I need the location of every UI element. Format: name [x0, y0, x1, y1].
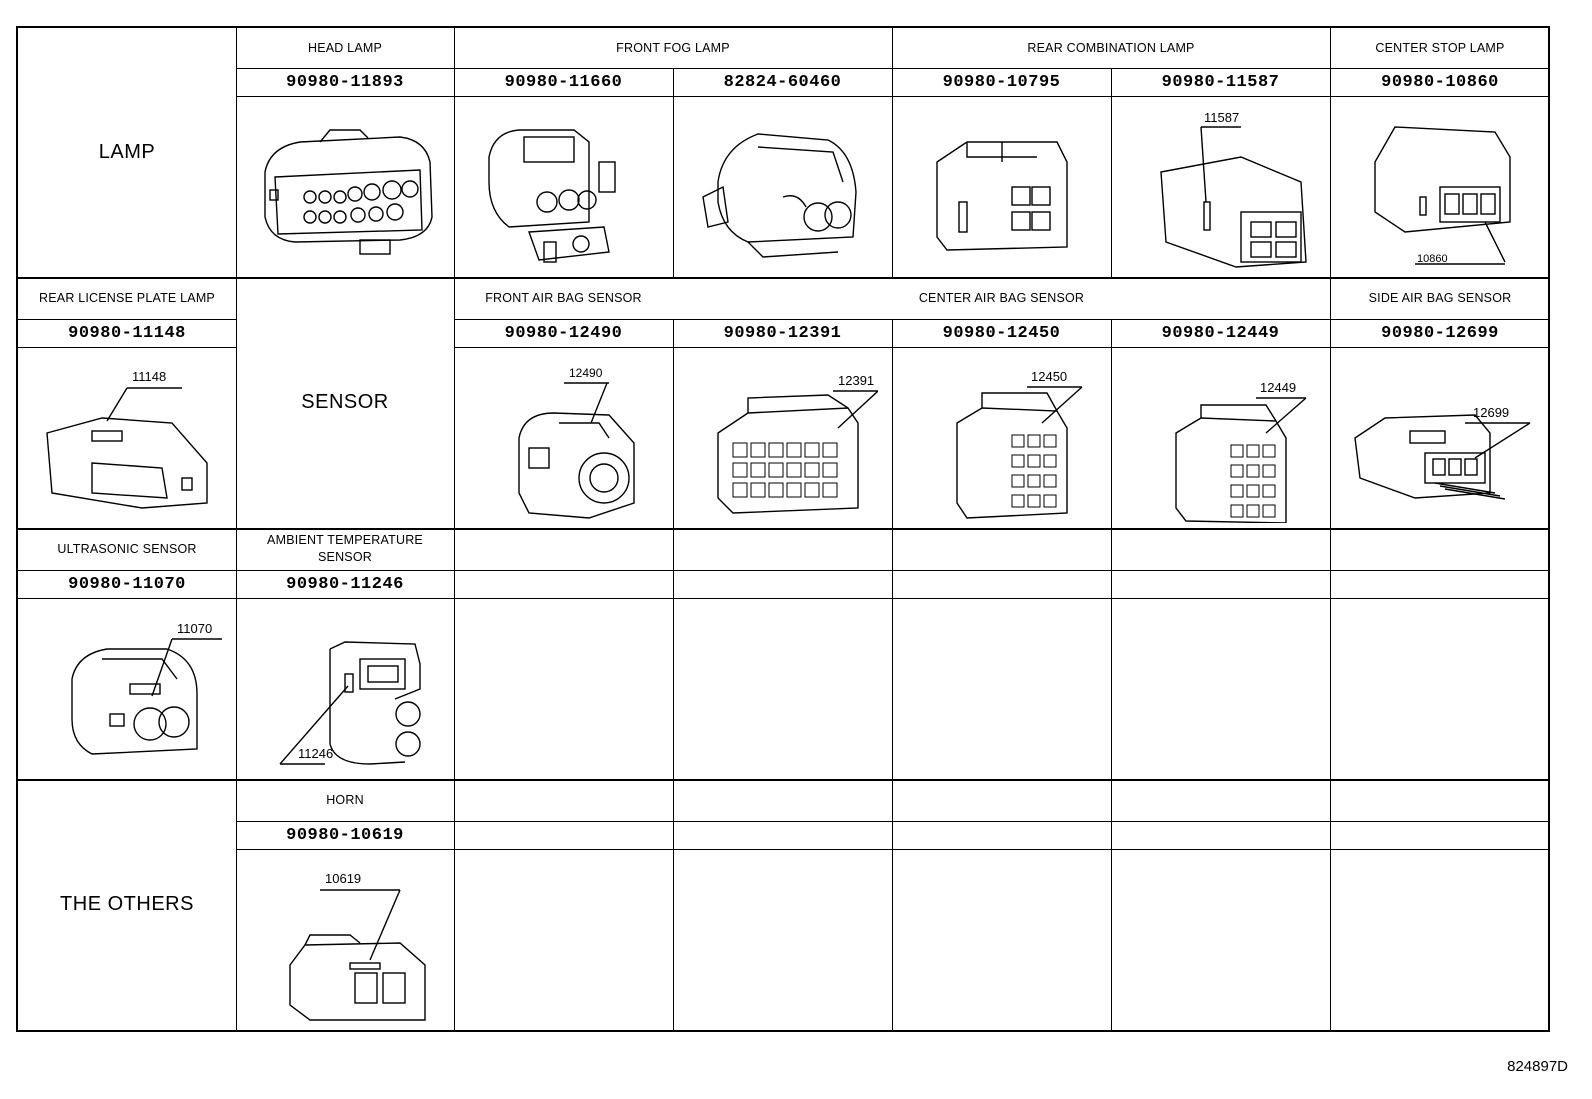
group-ambient-temperature-sensor: AMBIENT TEMPERATURE SENSOR: [267, 533, 423, 564]
callout-label: 12699: [1473, 405, 1509, 420]
part-number: 90980-12699: [1381, 323, 1499, 343]
part-number: 90980-11893: [286, 72, 404, 92]
connector-drawing: 11148: [18, 347, 236, 528]
callout-label: 11246: [298, 746, 333, 761]
group-side-air-bag-sensor: SIDE AIR BAG SENSOR: [1368, 290, 1512, 305]
group-rear-combination-lamp: REAR COMBINATION LAMP: [1027, 40, 1195, 55]
group-horn: HORN: [326, 792, 364, 807]
callout-label: 10619: [325, 871, 361, 886]
group-center-air-bag-sensor: CENTER AIR BAG SENSOR: [918, 290, 1085, 305]
callout-label: 11587: [1204, 110, 1239, 125]
connector-drawing: 11070: [18, 598, 236, 779]
connector-drawing: [892, 96, 1111, 277]
part-number: 90980-12450: [942, 323, 1061, 343]
connector-drawing: 11246: [236, 598, 454, 779]
part-number: 90980-11660: [504, 72, 623, 92]
callout-label: 12450: [1031, 369, 1067, 384]
connector-drawing: 12699: [1330, 347, 1550, 528]
callout-label: 11070: [177, 621, 212, 636]
connector-drawing: 10619: [236, 849, 454, 1030]
figure-reference: 824897D: [1507, 1058, 1568, 1075]
group-front-air-bag-sensor: FRONT AIR BAG SENSOR: [485, 290, 642, 305]
callout-label: 12490: [569, 366, 603, 380]
part-number: 90980-11587: [1161, 72, 1280, 92]
part-number: 90980-10795: [942, 72, 1061, 92]
group-rear-license-plate-lamp: REAR LICENSE PLATE LAMP: [39, 290, 215, 305]
group-center-stop-lamp: CENTER STOP LAMP: [1375, 40, 1505, 55]
connector-drawing: [673, 96, 892, 277]
connector-drawing: 12391: [673, 347, 892, 528]
callout-label: 10860: [1417, 253, 1448, 265]
part-number: 82824-60460: [723, 72, 842, 92]
connector-drawing: [236, 96, 454, 277]
callout-label: 12391: [838, 373, 874, 388]
part-number: 90980-11070: [68, 574, 186, 594]
category-others: THE OTHERS: [60, 893, 194, 915]
connector-drawing: [454, 96, 673, 277]
part-number: 90980-11246: [286, 574, 404, 594]
category-lamp: LAMP: [98, 141, 156, 163]
group-front-fog-lamp: FRONT FOG LAMP: [616, 40, 730, 55]
connector-drawing: 10860: [1330, 96, 1550, 277]
connector-drawing: 11587: [1111, 96, 1330, 277]
part-number: 90980-10860: [1381, 72, 1499, 92]
connector-table: LAMP HEAD LAMP FRONT FOG LAMP REAR COMBI…: [16, 26, 1550, 1032]
part-number: 90980-12391: [723, 323, 842, 343]
group-ultrasonic-sensor: ULTRASONIC SENSOR: [57, 541, 197, 556]
part-number: 90980-10619: [286, 825, 404, 845]
callout-label: 12449: [1260, 380, 1296, 395]
category-sensor: SENSOR: [301, 391, 389, 413]
part-number: 90980-12449: [1161, 323, 1280, 343]
callout-label: 11148: [132, 369, 166, 384]
part-number: 90980-11148: [68, 323, 186, 343]
connector-drawing: 12490: [454, 347, 673, 528]
connector-drawing: 12450: [892, 347, 1111, 528]
part-number: 90980-12490: [504, 323, 623, 343]
group-head-lamp: HEAD LAMP: [307, 40, 383, 55]
connector-drawing: 12449: [1111, 347, 1330, 528]
